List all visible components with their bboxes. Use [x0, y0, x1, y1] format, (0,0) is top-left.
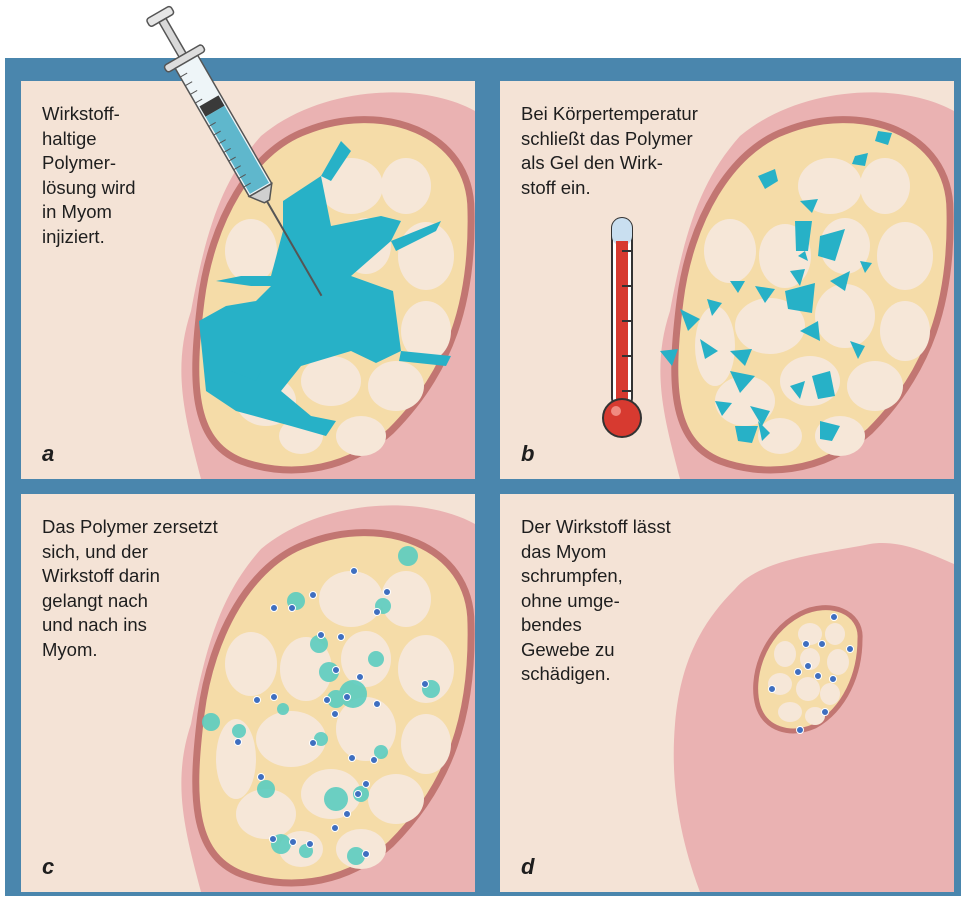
syringe-icon — [0, 0, 966, 901]
